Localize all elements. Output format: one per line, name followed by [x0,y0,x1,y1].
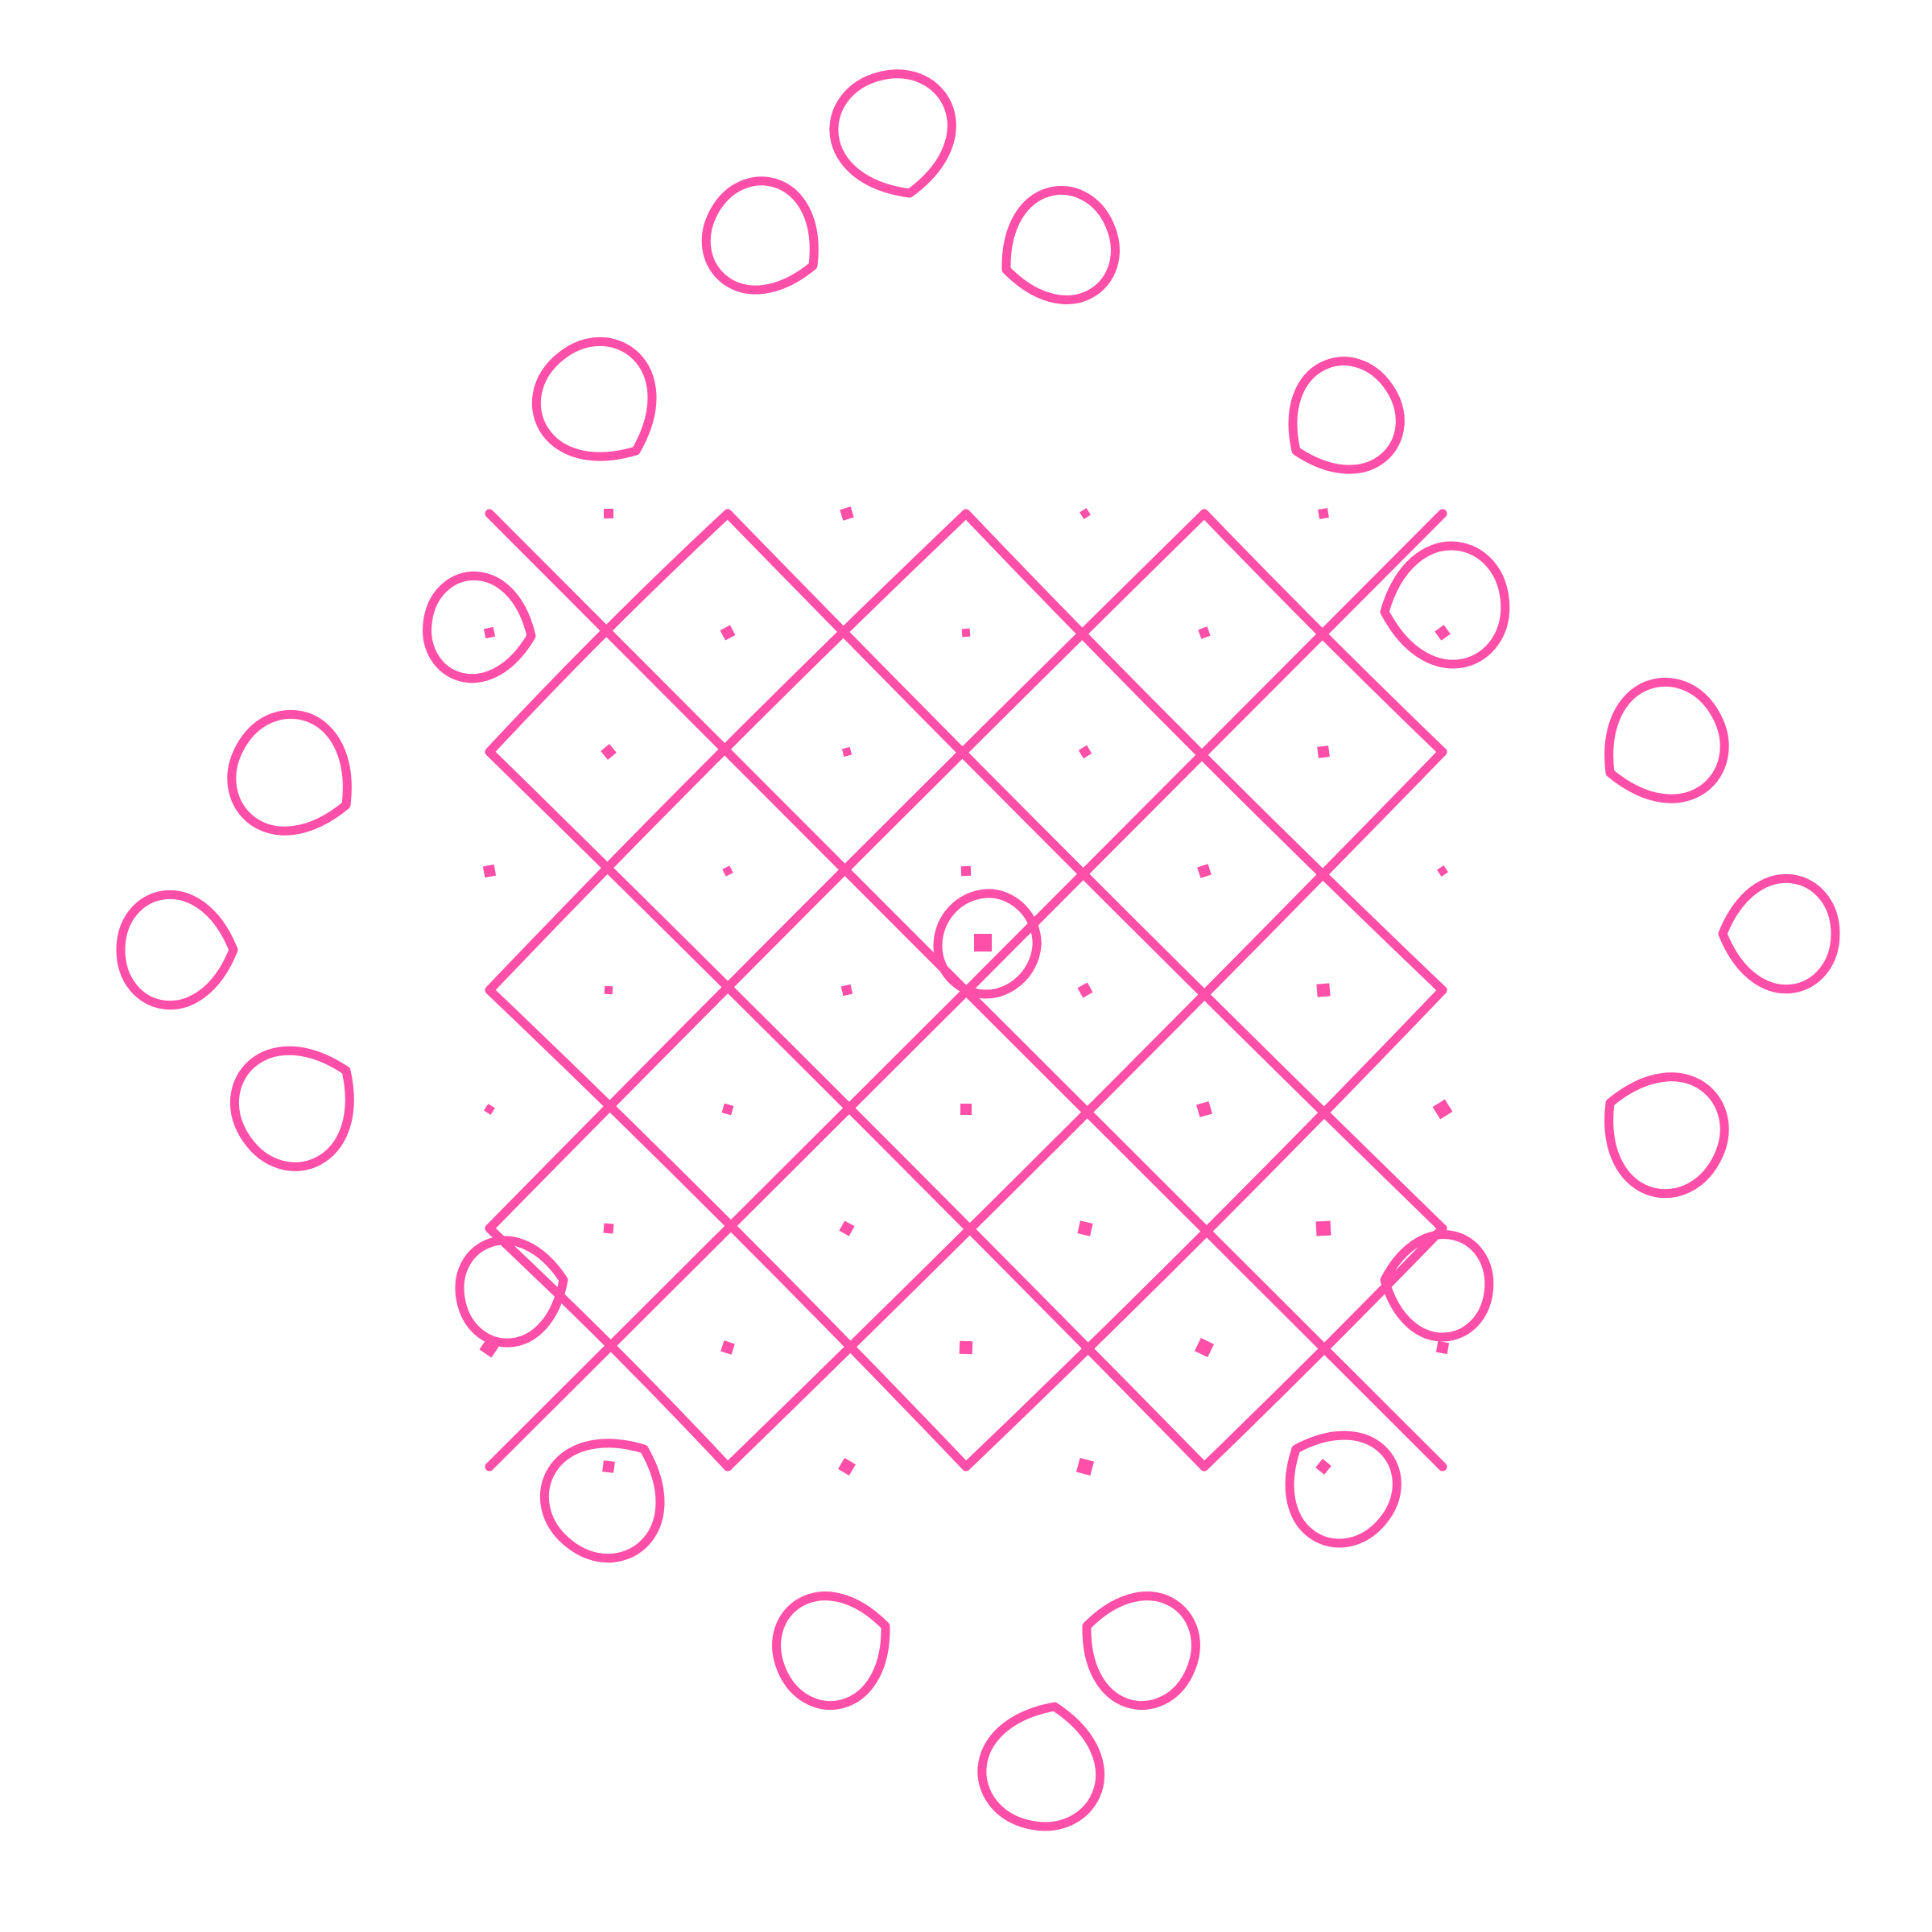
kolam-corner-loops [116,69,1840,1831]
pulli-dot [603,508,614,519]
pulli-dot [1194,1337,1215,1358]
pulli-dot [840,506,854,521]
pulli-dot [841,746,852,758]
pulli-dot [959,1340,973,1355]
lattice-line [485,747,1209,1472]
petal-loop [1718,873,1840,994]
lattice-line [723,747,1447,1472]
petal-loop [1001,186,1120,304]
pulli-dot [838,1458,856,1476]
pulli-dot [720,1340,735,1355]
pulli-dot [483,626,496,639]
petal-loop [1380,541,1510,669]
petal-loop [1082,1591,1200,1710]
center-ring [933,889,1042,999]
pulli-dot [960,865,972,877]
petal-loop [1604,677,1729,803]
petal-loop [829,69,956,198]
pulli-dot [961,628,971,638]
lattice-line [961,985,1447,1472]
pulli-dot [482,864,497,878]
pulli-dot [960,1104,972,1115]
pulli-dot [1315,1459,1331,1475]
pulli-dot [1196,1101,1212,1117]
pulli-dot [1435,1340,1450,1355]
pulli-dot [1078,745,1092,759]
pulli-dot [1077,1220,1093,1236]
kolam-dots [479,506,1453,1476]
pulli-dot [1315,1220,1331,1236]
petal-loop [1380,1230,1494,1342]
lattice-line [1199,1224,1447,1472]
pulli-dot [721,1103,734,1116]
pulli-dot [484,1104,495,1115]
petal-loop [227,709,352,836]
pulli-dot [1080,508,1091,519]
kolam-lattice-lines [485,509,1447,1472]
petal-loop [1285,1430,1402,1548]
petal-loop [772,1591,890,1710]
petal-loop [539,1439,665,1563]
lattice-line [485,1224,733,1472]
pulli-dot [601,744,617,760]
pulli-dot [1197,864,1212,878]
pulli-dot [1316,983,1331,997]
pulli-dot [1318,508,1329,519]
pulli-dot [722,865,733,877]
pulli-dot [1432,1099,1453,1120]
pulli-dot [720,625,736,641]
pulli-dot [840,984,853,997]
petal-loop [1288,357,1405,474]
petal-loop [701,176,819,295]
lattice-line [485,985,971,1472]
pulli-dot [1075,1457,1095,1476]
petal-loop [531,337,657,461]
pulli-dot [604,985,613,995]
pulli-dot [603,1223,614,1234]
kolam-center-ring [933,889,1042,999]
petal-loop [977,1702,1105,1831]
petal-loop [116,890,238,1010]
petal-loop [229,1046,354,1171]
pulli-dot [1437,865,1448,877]
center-dot [974,934,992,952]
pulli-dot [1435,625,1451,641]
petal-loop [1604,1072,1729,1199]
pulli-dot [1077,982,1093,998]
pulli-dot [839,1220,855,1236]
petal-loop [455,1236,568,1348]
pulli-dot [1317,745,1330,758]
pulli-dot [1198,626,1211,639]
petal-loop [423,572,536,683]
pulli-dot [479,1337,500,1358]
pulli-dot [602,1460,615,1473]
